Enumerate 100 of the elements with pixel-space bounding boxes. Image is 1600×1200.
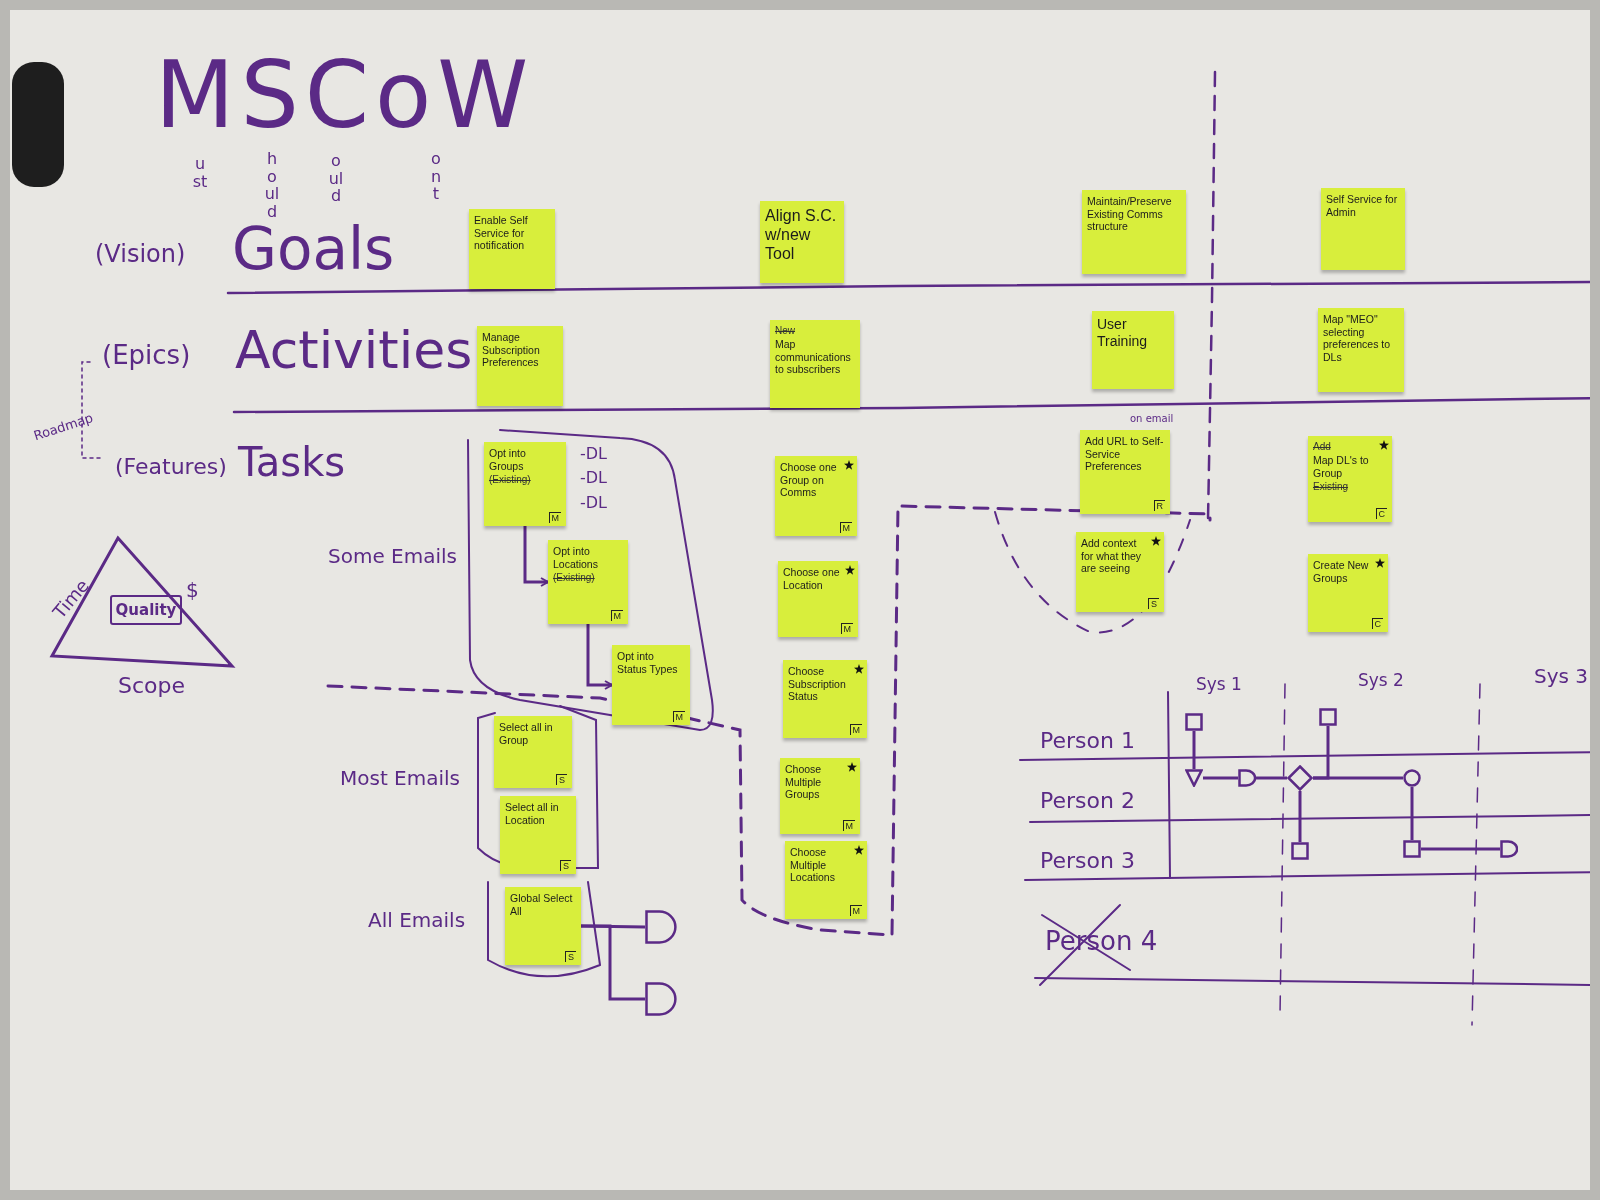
struck-text: Add [1313,441,1332,452]
sticky-note [1092,311,1174,389]
note-text: Map "MEO" selecting preferences to DLs [1323,313,1392,364]
size-tag: S [556,774,567,785]
delay-symbol [1500,840,1518,858]
handwritten-label: (Vision) [95,242,186,266]
note-text: User Training [1097,316,1149,350]
sticky-note [780,758,860,834]
note-text: Select all in Location [505,801,560,827]
note-text: Choose Multiple Groups [785,763,823,801]
sticky-note [1308,554,1388,632]
sticky-note [505,887,581,965]
handwritten-label: Some Emails [328,546,457,566]
sticky-note [785,841,867,919]
connector-line [1256,776,1287,780]
handwritten-label: (Features) [115,456,227,478]
note-text: Add context for what they are seeing [1081,537,1143,575]
size-tag: S [1148,598,1159,609]
triangle-symbol [1185,769,1203,787]
sticky-note [770,320,860,408]
delay-symbol [645,982,677,1016]
title: MSCoW [155,50,535,142]
size-tag: M [842,820,855,831]
delay-symbol [1238,769,1256,787]
handwritten-label: Person 1 [1040,730,1135,752]
handwritten-label: $ [186,580,199,600]
connector-line [1421,847,1500,851]
connector-line [1192,731,1196,769]
size-tag: M [548,512,561,523]
handwritten-label: -DL [580,446,607,462]
arrow [523,526,549,587]
size-tag: M [839,522,852,533]
box-symbol [1185,713,1203,731]
connector-line [1313,776,1403,780]
handwritten-label: All Emails [368,910,466,930]
handwritten-label: (Epics) [102,342,191,368]
connector-line [1203,776,1238,780]
handwritten-label: Person 3 [1040,850,1135,872]
sticky-note [760,201,844,283]
box-label: Quality [115,601,177,619]
vertical-label: ont [429,150,443,203]
sticky-note [548,540,628,624]
handwritten-label: Scope [118,675,186,697]
box-symbol [1291,842,1309,860]
note-text: Maintain/Preserve Existing Comms structure [1087,195,1173,233]
handwritten-label: on email [1130,414,1174,424]
struck-text: (Existing) [489,474,532,486]
size-tag: S [560,860,571,871]
handwritten-label: Sys 1 [1196,676,1242,693]
sticky-note [494,716,572,788]
box-symbol [1319,708,1337,726]
note-text: Align S.C. w/new Tool [765,206,838,264]
sticky-note [1080,430,1170,514]
struck-text: Existing [1313,481,1349,493]
note-text: Add URL to Self-Service Preferences [1085,435,1165,473]
note-text: Choose Multiple Locations [790,846,836,884]
note-text: Global Select All [510,892,574,918]
vertical-label: ust [192,155,208,191]
size-tag: M [610,610,623,621]
size-tag: S [565,951,576,962]
connector-line [1298,791,1302,842]
sticky-note [469,209,555,289]
size-tag: M [672,711,685,722]
sticky-note [775,456,857,536]
struck-text: (Existing) [553,572,596,584]
note-text: Select all in Group [499,721,554,747]
note-text: Map DL's to Group [1313,454,1370,480]
size-tag: C [1375,508,1387,519]
note-text: Create New Groups [1313,559,1370,585]
handwritten-label: Sys 3 [1534,666,1589,686]
size-tag: C [1371,618,1383,629]
note-text: Enable Self Service for notification [474,214,529,252]
size-tag: R [1153,500,1165,511]
handwritten-label: Activities [235,324,473,376]
sticky-note [477,326,563,406]
sticky-note [778,561,858,637]
handwritten-label: Person 2 [1040,790,1135,812]
sticky-note [612,645,690,725]
sticky-note [500,796,576,874]
size-tag: M [849,724,862,735]
quality-box [110,595,182,625]
sticky-note [1318,308,1404,392]
vertical-label: hould [264,150,280,221]
size-tag: M [840,623,853,634]
note-text: Opt into Locations [553,545,599,571]
handwritten-label: -DL [580,470,607,486]
size-tag: M [849,905,862,916]
note-text: Choose one Group on Comms [780,461,838,499]
note-text: Map communications to subscribers [775,338,852,376]
connector-line [581,924,645,1001]
note-text: Opt into Status Types [617,650,679,676]
struck-text: New [775,325,796,336]
sticky-note [1308,436,1392,522]
note-text: Manage Subscription Preferences [482,331,541,369]
sticky-note [1082,190,1186,274]
handwritten-label: -DL [580,495,607,511]
delay-symbol [645,910,677,944]
handwritten-label: Most Emails [340,768,461,788]
note-text: Choose one Location [783,566,841,592]
arrow [586,624,613,690]
